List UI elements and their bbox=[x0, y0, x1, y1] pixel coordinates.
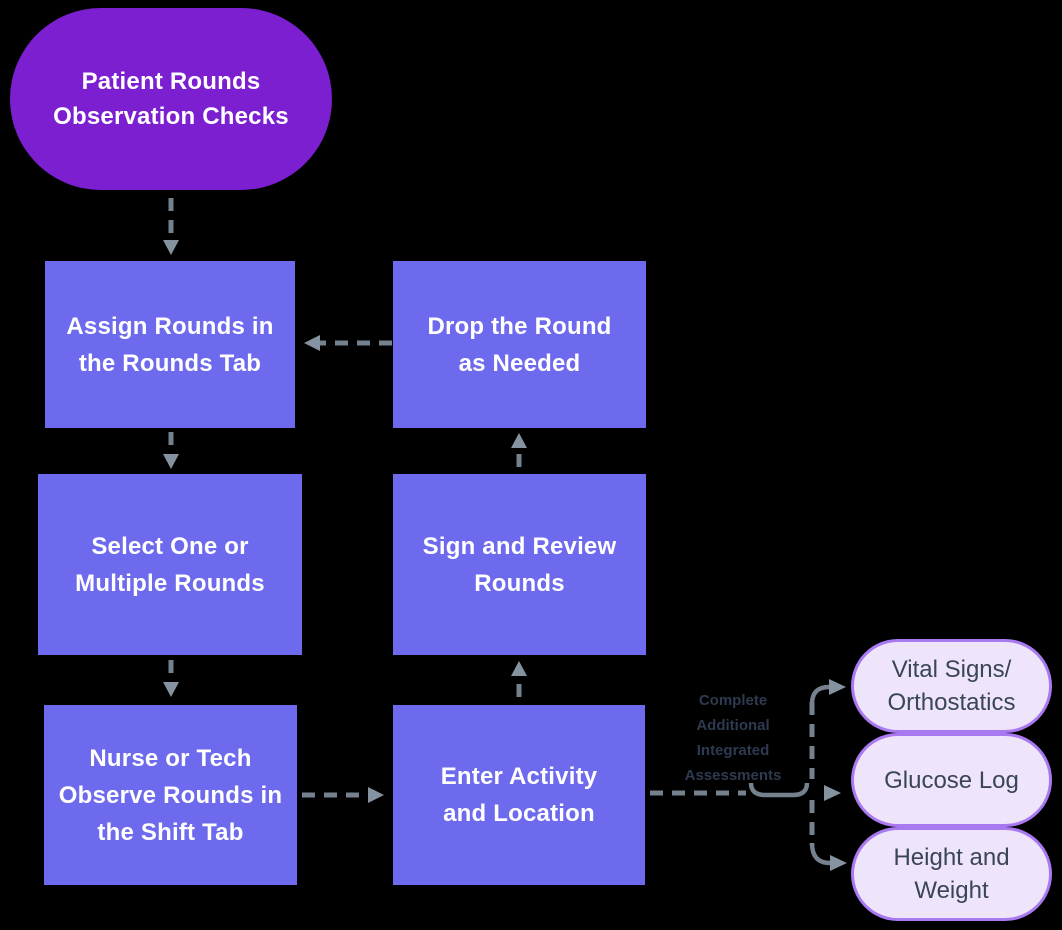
node-text-line: Glucose Log bbox=[884, 766, 1019, 794]
node-text-line: Nurse or Tech bbox=[89, 744, 252, 772]
node-text-line: the Shift Tab bbox=[97, 818, 244, 846]
node-height-and-weight: Height and Weight bbox=[851, 827, 1052, 921]
node-text-line: Enter Activity bbox=[440, 763, 598, 790]
node-assign-rounds: Assign Rounds in the Rounds Tab bbox=[45, 261, 295, 428]
node-text-line: Rounds bbox=[474, 569, 565, 597]
node-text-line: as Needed bbox=[458, 349, 581, 377]
arrow-sign-to-drop bbox=[511, 433, 527, 467]
node-text-line: Drop the Round bbox=[427, 312, 612, 340]
label-text-line: Complete bbox=[698, 692, 768, 709]
node-text-line: Sign and Review bbox=[422, 532, 617, 560]
node-text-line: Weight bbox=[914, 877, 989, 904]
node-text-line: Assign Rounds in bbox=[66, 312, 274, 340]
arrow-assign-to-select bbox=[163, 432, 179, 469]
node-enter-activity: Enter Activity and Location bbox=[393, 705, 645, 885]
node-text-line: and Location bbox=[443, 800, 595, 827]
node-text-line: Orthostatics bbox=[887, 689, 1016, 716]
node-sign-and-review: Sign and Review Rounds bbox=[393, 474, 646, 655]
node-text-line: Select One or bbox=[91, 532, 249, 560]
node-select-rounds: Select One or Multiple Rounds bbox=[38, 474, 302, 655]
label-text-line: Integrated bbox=[696, 742, 770, 759]
node-text-line: the Rounds Tab bbox=[78, 349, 262, 377]
node-glucose-log: Glucose Log bbox=[851, 733, 1052, 827]
node-vital-signs-orthostatics: Vital Signs/ Orthostatics bbox=[851, 639, 1052, 733]
node-text-line: Vital Signs/ bbox=[891, 656, 1012, 683]
arrow-drop-to-assign bbox=[304, 335, 392, 351]
node-text-line: Observe Rounds in bbox=[58, 781, 283, 809]
node-text-line: Multiple Rounds bbox=[75, 569, 265, 597]
arrow-enter-to-sign bbox=[511, 661, 527, 697]
arrow-select-to-observe bbox=[163, 660, 179, 697]
label-text-line: Assessments bbox=[684, 767, 782, 784]
branch-label-complete-additional-assessments: Complete Additional Integrated Assessmen… bbox=[668, 688, 798, 788]
node-text-line: Observation Checks bbox=[53, 103, 289, 130]
node-observe-rounds: Nurse or Tech Observe Rounds in the Shif… bbox=[44, 705, 297, 885]
arrow-observe-to-enter bbox=[302, 787, 384, 803]
node-text-line: Height and bbox=[893, 844, 1010, 871]
node-text-line: Patient Rounds bbox=[81, 68, 261, 95]
label-text-line: Additional bbox=[696, 717, 770, 734]
node-drop-the-round: Drop the Round as Needed bbox=[393, 261, 646, 428]
arrow-start-to-assign bbox=[163, 198, 179, 255]
node-patient-rounds-observation-checks: Patient Rounds Observation Checks bbox=[10, 8, 332, 190]
